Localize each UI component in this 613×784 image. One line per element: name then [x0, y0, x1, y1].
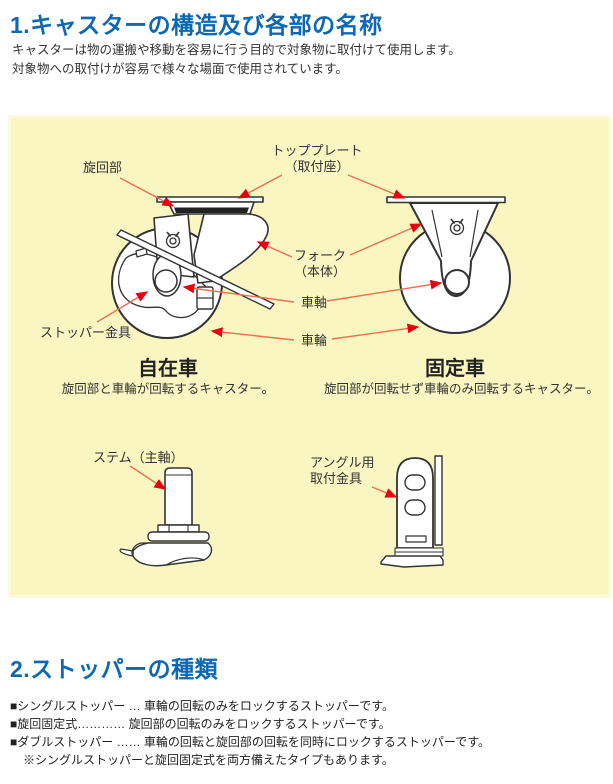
label-fork: フォーク	[293, 248, 346, 263]
stem-drawing	[119, 467, 213, 567]
fixed-caster-desc: 旋回部が回転せず車輪のみ回転するキャスター。	[324, 382, 599, 396]
label-wheel: 車輪	[301, 333, 328, 348]
swivel-caster-name: 自在車	[138, 358, 198, 380]
annotation-arrows	[96, 174, 443, 498]
label-fork-sub: （本体）	[293, 264, 346, 279]
section1-title: 1.キャスターの構造及び各部の名称	[10, 12, 383, 38]
label-stem: ステム（主軸）	[93, 450, 184, 465]
stopper-item-single: ■シングルストッパー … 車輪の回転のみをロックするストッパーです。	[10, 699, 394, 713]
stopper-item-note: ※シングルストッパーと旋回固定式を両方備えたタイプもあります。	[23, 753, 394, 767]
caster-diagram-svg	[96, 174, 511, 568]
label-stopper-bracket: ストッパー金具	[40, 325, 132, 340]
stopper-item-double: ■ダブルストッパー …… 車輪の回転と旋回部の回転を同時にロックするストッパーで…	[10, 735, 490, 749]
intro-paragraph: キャスターは物の運搬や移動を容易に行う目的で対象物に取付けて使用します。 対象物…	[12, 41, 461, 79]
label-top-plate-sub: （取付座）	[284, 159, 350, 174]
intro-line-1: キャスターは物の運搬や移動を容易に行う目的で対象物に取付けて使用します。	[12, 43, 461, 57]
swivel-caster-drawing	[111, 196, 275, 339]
swivel-caster-desc: 旋回部と車輪が回転するキャスター。	[61, 382, 275, 396]
label-axle: 車軸	[301, 295, 328, 310]
stopper-item-swivel-lock: ■旋回固定式………… 旋回部の回転のみをロックするストッパーです。	[10, 717, 391, 731]
section2-title: 2.ストッパーの種類	[10, 656, 219, 682]
label-swivel-part: 旋回部	[83, 160, 123, 175]
fixed-caster-name: 固定車	[425, 358, 485, 380]
stopper-list: ■シングルストッパー … 車輪の回転のみをロックするストッパーです。 ■旋回固定…	[10, 697, 490, 769]
fixed-caster-drawing	[386, 196, 511, 334]
diagram-panel: 旋回部 トッププレート （取付座） フォーク （本体） 車軸 車輪 ストッパー金…	[8, 115, 611, 598]
angle-bracket-drawing	[380, 455, 444, 568]
label-top-plate: トッププレート	[271, 143, 363, 158]
label-angle-bracket-line1: アングル用	[310, 455, 375, 470]
brand-mark-icon	[165, 231, 181, 249]
intro-line-2: 対象物への取付けが容易で様々な場面で使用されています。	[12, 62, 348, 76]
label-angle-bracket-line2: 取付金具	[310, 471, 363, 486]
brand-mark-icon	[449, 218, 465, 236]
